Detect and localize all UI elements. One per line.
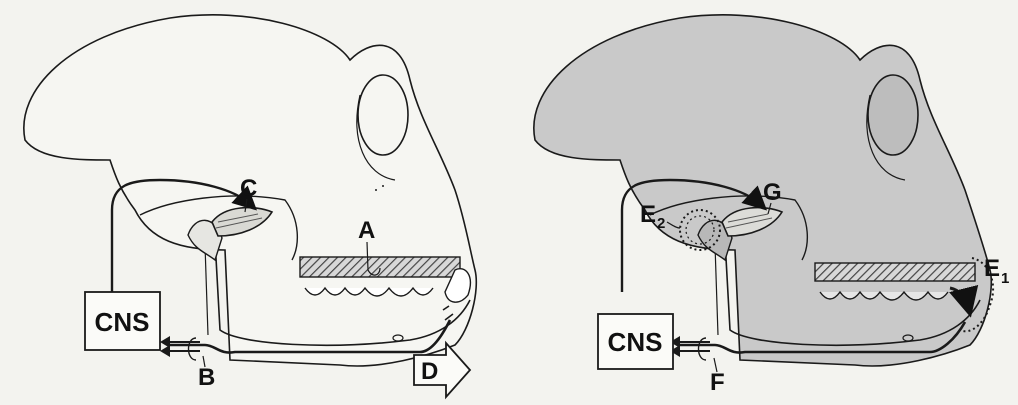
right-label-g: G xyxy=(763,179,782,206)
left-hatched-bar xyxy=(300,257,460,277)
left-label-d: D xyxy=(421,358,438,385)
left-label-a: A xyxy=(358,217,375,244)
left-label-b: B xyxy=(198,364,215,391)
left-panel: CNS C A B D xyxy=(24,15,476,397)
right-panel: CNS G E 2 E 1 F xyxy=(534,15,1010,396)
left-cns-label: CNS xyxy=(95,307,150,337)
right-label-e1-subscript: 1 xyxy=(1001,270,1009,287)
left-label-c: C xyxy=(240,175,257,202)
right-label-e2: E xyxy=(640,201,656,228)
right-label-e1: E xyxy=(984,255,1000,282)
right-label-f: F xyxy=(710,369,725,396)
right-label-e2-subscript: 2 xyxy=(657,215,665,232)
right-hatched-bar xyxy=(815,263,975,281)
right-eye-orbit xyxy=(868,75,918,155)
right-cns-label: CNS xyxy=(608,327,663,357)
